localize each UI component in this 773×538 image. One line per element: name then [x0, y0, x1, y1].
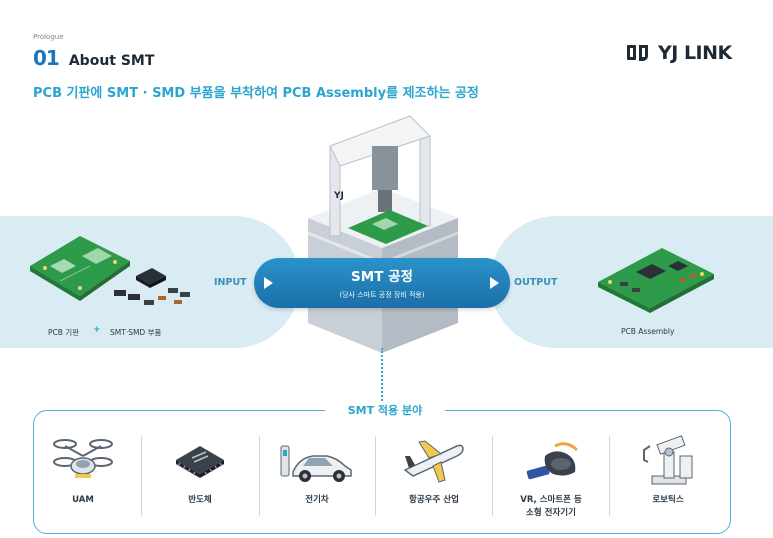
smt-process-banner: SMT 공정 (당사 스마트 공정 장비 적용) — [254, 258, 510, 308]
input-label: INPUT — [214, 277, 247, 288]
application-item-semiconductor: 반도체 — [142, 432, 258, 507]
play-arrow-icon — [490, 277, 499, 289]
divider — [609, 436, 610, 516]
play-arrow-icon — [264, 277, 273, 289]
robot-arm-icon — [643, 435, 693, 485]
divider — [259, 436, 260, 516]
brand-name: YJ LINK — [658, 42, 732, 64]
brand-logo: YJ LINK — [626, 42, 732, 64]
application-label: 전기차 — [305, 495, 329, 505]
yj-logo-icon — [627, 45, 648, 61]
process-subtitle: (당사 스마트 공정 장비 적용) — [339, 291, 425, 299]
output-label: OUTPUT — [514, 277, 558, 288]
input-caption-parts: SMT·SMD 부품 — [110, 328, 162, 337]
applications-title: SMT 적용 분야 — [325, 402, 445, 418]
divider — [141, 436, 142, 516]
prologue-label: Prologue — [33, 33, 64, 41]
application-item-consumer-electronics: VR, 스마트폰 등 소형 전자기기 — [493, 432, 609, 520]
input-caption-pcb: PCB 기판 — [48, 328, 80, 337]
pcb-assembly-icon — [598, 248, 714, 313]
chip-icon — [176, 446, 224, 478]
divider — [492, 436, 493, 516]
smd-parts-icon — [114, 268, 190, 305]
smt-machine-icon: YJ — [307, 115, 459, 353]
page-subtitle: PCB 기판에 SMT · SMD 부품을 부착하여 PCB Assembly를… — [33, 86, 479, 101]
application-item-ev: 전기차 — [259, 432, 375, 507]
svg-text:YJ: YJ — [333, 191, 344, 201]
section-heading: 01 About SMT — [33, 46, 154, 70]
output-caption: PCB Assembly — [621, 327, 675, 336]
process-title: SMT 공정 — [351, 269, 413, 285]
application-item-aerospace: 항공우주 산업 — [376, 432, 492, 507]
application-label: 로보틱스 — [652, 495, 684, 505]
vr-headset-icon — [526, 442, 579, 480]
connector-line — [381, 348, 383, 404]
pcb-board-icon — [30, 236, 130, 301]
application-label: UAM — [72, 495, 94, 505]
plus-sign: + — [93, 325, 101, 335]
application-item-uam: UAM — [25, 432, 141, 507]
application-label: VR, 스마트폰 등 소형 전자기기 — [520, 495, 582, 518]
divider — [375, 436, 376, 516]
section-number: 01 — [33, 46, 60, 70]
application-item-robotics: 로보틱스 — [610, 432, 726, 507]
section-title: About SMT — [68, 53, 155, 69]
application-label: 반도체 — [188, 495, 212, 505]
airplane-icon — [403, 440, 464, 483]
drone-icon — [53, 439, 113, 478]
electric-car-icon — [280, 445, 352, 482]
application-label: 항공우주 산업 — [409, 495, 459, 505]
